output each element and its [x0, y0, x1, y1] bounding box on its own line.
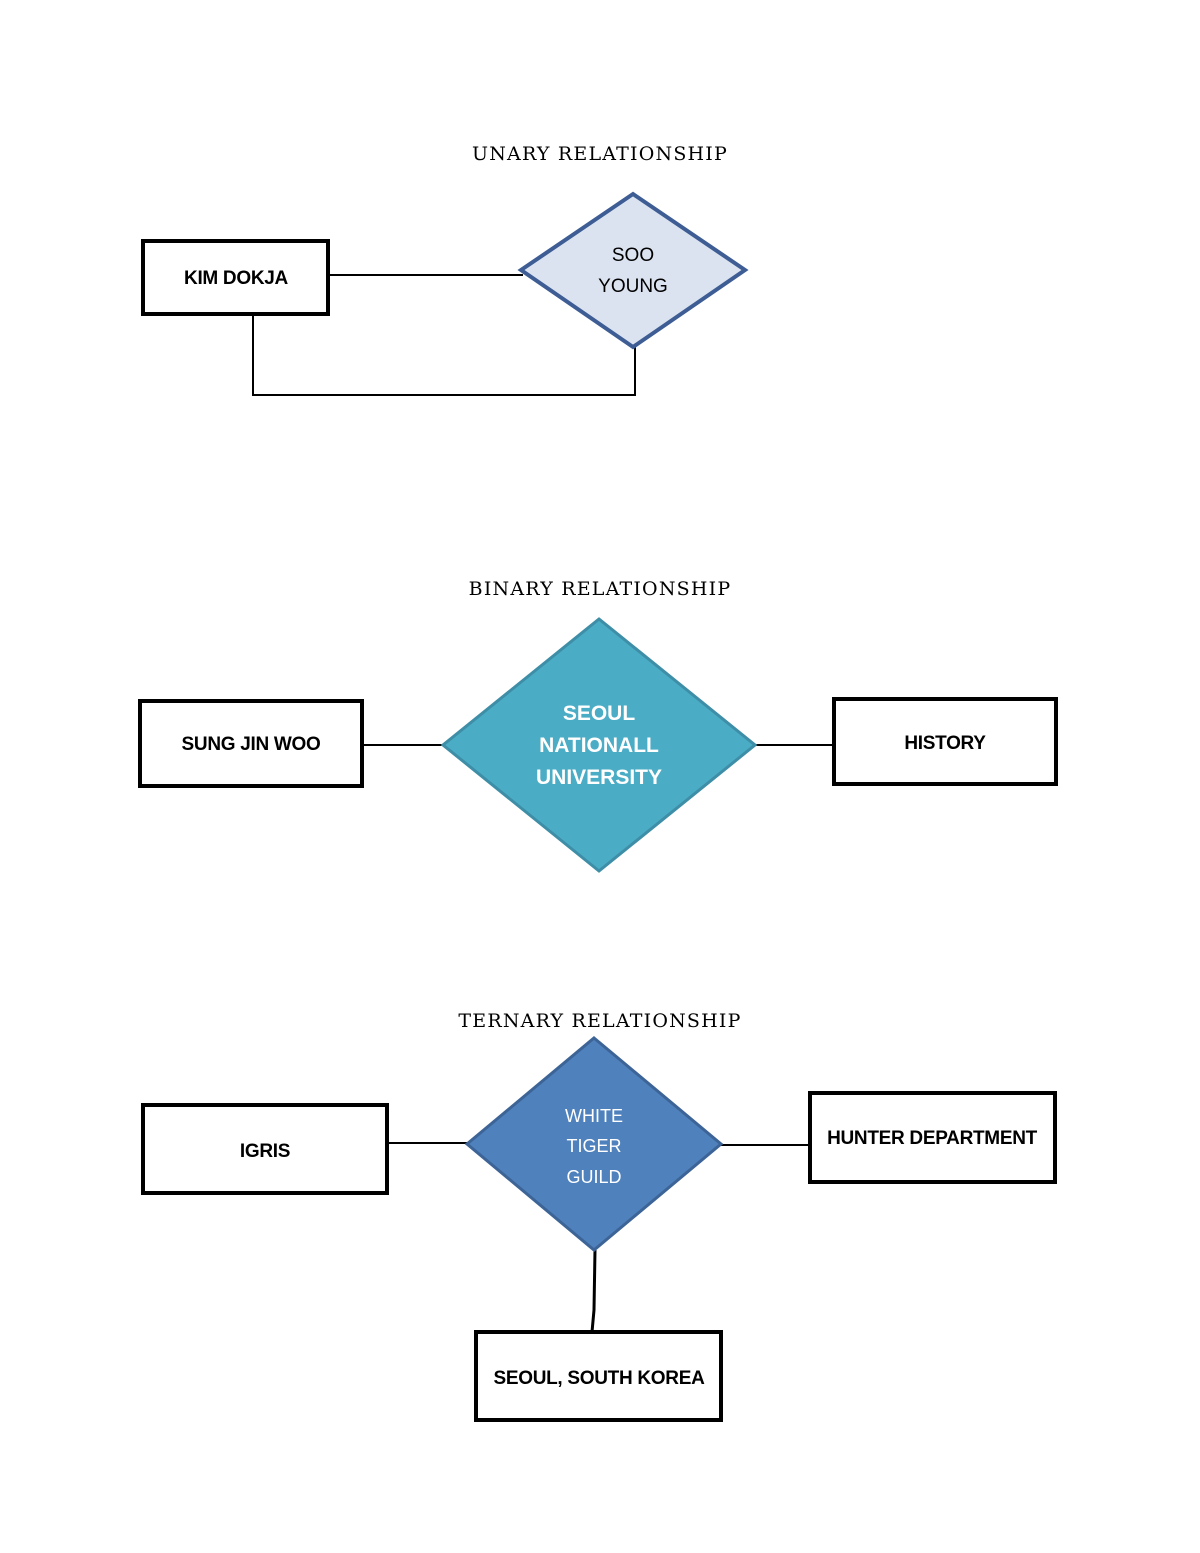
- entity-sung-jin-woo[interactable]: [138, 699, 364, 788]
- relationship-soo-young[interactable]: [517, 191, 749, 350]
- entity-kim-dokja[interactable]: [141, 239, 330, 316]
- unary-connector-loop: [252, 314, 636, 396]
- relationship-seoul-nationall-university[interactable]: [440, 617, 758, 873]
- entity-hunter-department-label: HUNTER DEPARTMENT: [827, 1128, 1038, 1149]
- relationship-wtg-line2: TIGER: [566, 1136, 621, 1156]
- ternary-title: TERNARY RELATIONSHIP: [458, 1010, 741, 1032]
- relationship-snu-line3: UNIVERSITY: [536, 766, 662, 789]
- relationship-wtg-line3: GUILD: [566, 1167, 621, 1187]
- binary-title: BINARY RELATIONSHIP: [469, 578, 732, 600]
- entity-seoul-south-korea[interactable]: [474, 1330, 723, 1422]
- entity-igris[interactable]: [141, 1103, 389, 1195]
- binary-section: BINARY RELATIONSHIP SUNG JIN WOO HISTORY…: [138, 578, 1058, 873]
- ternary-connector-bottom: [590, 1249, 597, 1333]
- unary-title: UNARY RELATIONSHIP: [472, 143, 728, 165]
- relationship-soo-young-line1: SOO: [612, 245, 654, 266]
- entity-history-label: HISTORY: [904, 733, 986, 754]
- relationship-snu-line1: SEOUL: [563, 702, 636, 725]
- entity-kim-dokja-label: KIM DOKJA: [184, 268, 288, 289]
- ternary-section: TERNARY RELATIONSHIP IGRIS HUNTER DEPART…: [141, 1010, 1057, 1422]
- entity-igris-label: IGRIS: [240, 1141, 290, 1162]
- relationship-wtg-line1: WHITE: [565, 1106, 623, 1126]
- relationship-white-tiger-guild[interactable]: [464, 1036, 724, 1252]
- unary-section: UNARY RELATIONSHIP KIM DOKJA SOO YOUNG: [141, 143, 749, 396]
- relationship-snu-line2: NATIONALL: [539, 734, 659, 757]
- relationship-soo-young-line2: YOUNG: [598, 276, 668, 297]
- entity-seoul-south-korea-label: SEOUL, SOUTH KOREA: [493, 1368, 705, 1389]
- entity-sung-jin-woo-label: SUNG JIN WOO: [182, 734, 321, 755]
- entity-hunter-department[interactable]: [808, 1091, 1057, 1184]
- entity-history[interactable]: [832, 697, 1058, 786]
